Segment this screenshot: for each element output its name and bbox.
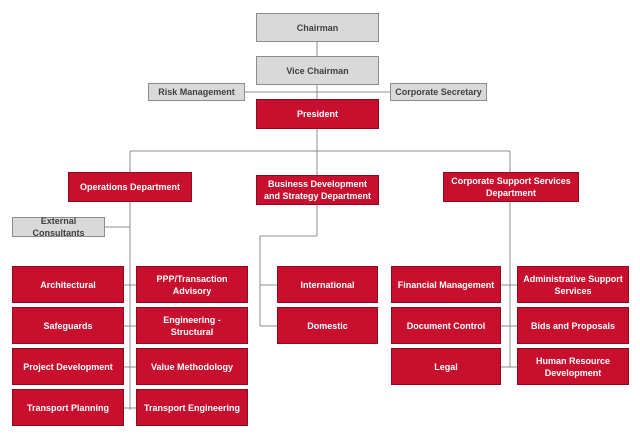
unit-engineering-structural: Engineering - Structural bbox=[136, 307, 248, 344]
corporate-support-department-box: Corporate Support Services Department bbox=[443, 172, 579, 202]
president-box: President bbox=[256, 99, 379, 129]
unit-document-control: Document Control bbox=[391, 307, 501, 344]
vice-chairman-box: Vice Chairman bbox=[256, 56, 379, 85]
business-development-department-box: Business Development and Strategy Depart… bbox=[256, 175, 379, 205]
unit-project-development: Project Development bbox=[12, 348, 124, 385]
unit-financial-management: Financial Management bbox=[391, 266, 501, 303]
risk-management-box: Risk Management bbox=[148, 83, 245, 101]
unit-architectural: Architectural bbox=[12, 266, 124, 303]
unit-legal: Legal bbox=[391, 348, 501, 385]
unit-ppp-transaction-advisory: PPP/Transaction Advisory bbox=[136, 266, 248, 303]
operations-department-box: Operations Department bbox=[68, 172, 192, 202]
unit-international: International bbox=[277, 266, 378, 303]
unit-value-methodology: Value Methodology bbox=[136, 348, 248, 385]
unit-safeguards: Safeguards bbox=[12, 307, 124, 344]
unit-human-resource-development: Human Resource Development bbox=[517, 348, 629, 385]
unit-transport-planning: Transport Planning bbox=[12, 389, 124, 426]
corporate-secretary-box: Corporate Secretary bbox=[390, 83, 487, 101]
chairman-box: Chairman bbox=[256, 13, 379, 42]
unit-domestic: Domestic bbox=[277, 307, 378, 344]
unit-bids-and-proposals: Bids and Proposals bbox=[517, 307, 629, 344]
external-consultants-box: External Consultants bbox=[12, 216, 105, 238]
unit-administrative-support-services: Administrative Support Services bbox=[517, 266, 629, 303]
unit-transport-engineering: Transport Engineering bbox=[136, 389, 248, 426]
